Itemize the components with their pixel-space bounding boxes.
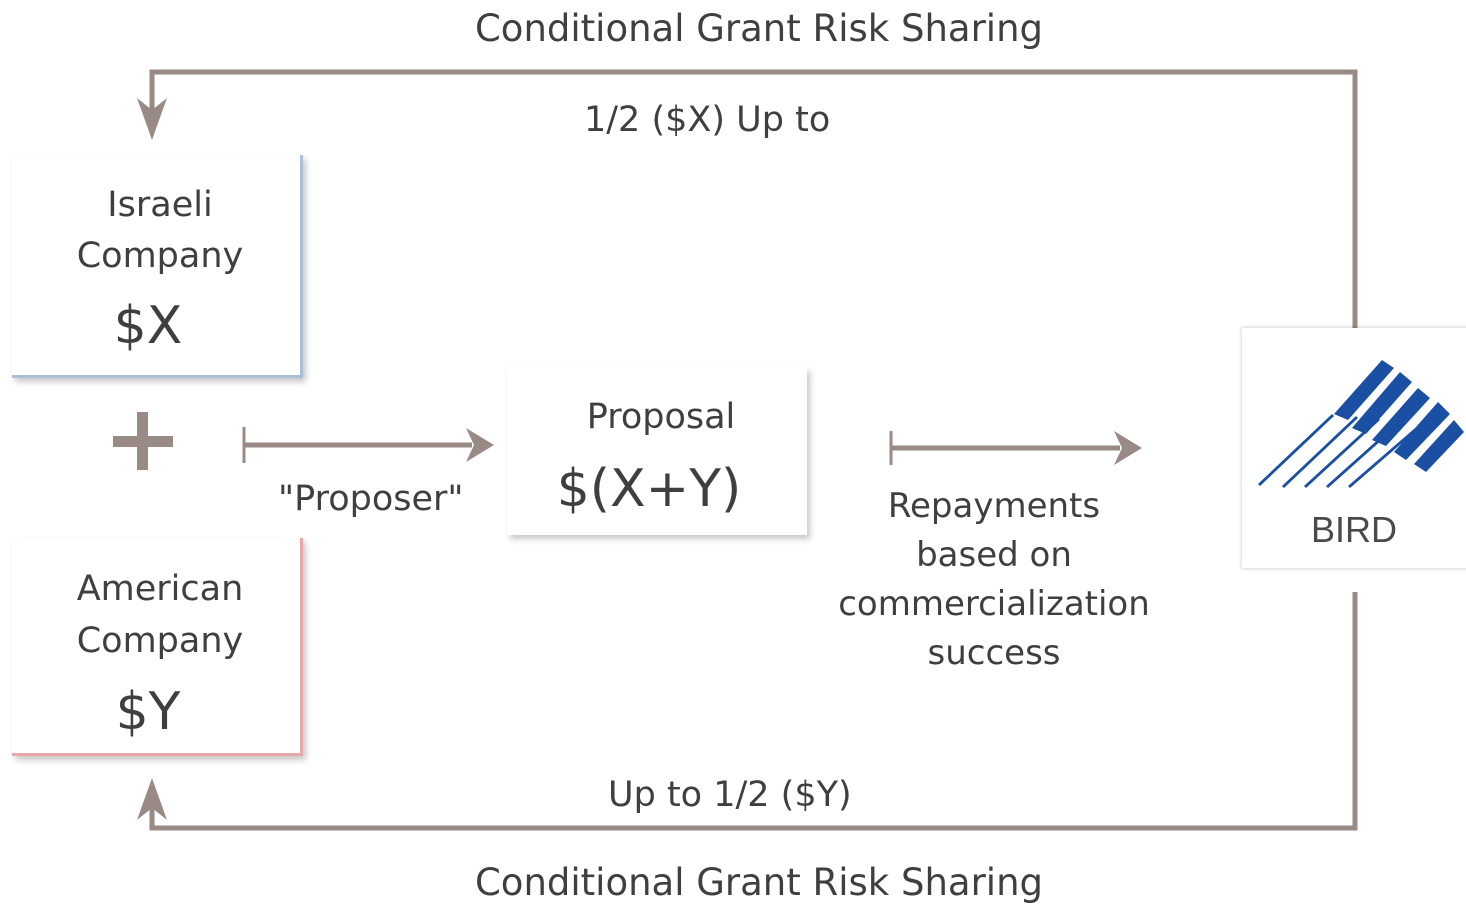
american-company-amount: $Y <box>115 682 181 742</box>
bottom-flow-amount: Up to 1/2 ($Y) <box>608 775 852 815</box>
bottom-flow-line <box>149 592 1358 831</box>
bird-name: BIRD <box>1310 509 1397 550</box>
proposer-arrowhead <box>466 428 494 462</box>
top-flow-caption: Conditional Grant Risk Sharing <box>474 7 1044 50</box>
american-company-line2: Company <box>76 621 244 661</box>
bird-logo-icon <box>1258 360 1464 488</box>
repayments-line4: success <box>927 633 1061 673</box>
american-company-box: American Company $Y <box>12 538 303 756</box>
repayments-line3: commercialization <box>838 584 1150 624</box>
repayments-line1: Repayments <box>887 486 1101 526</box>
israeli-company-amount: $X <box>113 296 183 356</box>
top-flow-arrowhead <box>137 98 167 140</box>
top-flow-amount: 1/2 ($X) Up to <box>584 100 831 140</box>
repayments-line2: based on <box>916 535 1072 575</box>
bottom-flow-caption: Conditional Grant Risk Sharing <box>474 861 1044 904</box>
proposal-box: Proposal $(X+Y) <box>507 367 807 535</box>
bottom-flow-arrowhead <box>137 778 167 820</box>
proposal-amount: $(X+Y) <box>556 459 742 519</box>
israeli-company-line1: Israeli <box>107 185 213 225</box>
israeli-company-line2: Company <box>76 236 244 276</box>
top-flow-line <box>149 69 1358 328</box>
repayments-label: Repayments based on commercialization su… <box>824 482 1164 678</box>
plus-sign-vertical <box>137 412 148 470</box>
israeli-company-box: Israeli Company $X <box>12 155 303 378</box>
american-company-line1: American <box>76 569 244 609</box>
proposer-label: "Proposer" <box>278 479 464 519</box>
proposal-title: Proposal <box>586 397 736 437</box>
repayments-arrowhead <box>1114 431 1142 465</box>
